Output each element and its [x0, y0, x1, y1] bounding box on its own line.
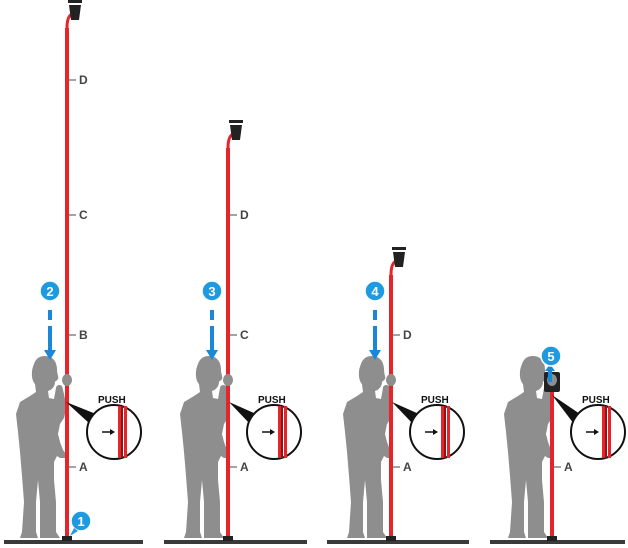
callout-pointer: [229, 402, 256, 424]
push-arrow-icon: [110, 429, 115, 435]
telescopic-pole: [389, 275, 393, 540]
ground-lines: [4, 540, 625, 544]
ground-line: [4, 540, 143, 544]
section-label-d: D: [403, 328, 412, 342]
step-badge: [70, 510, 92, 532]
arrow-up-icon: [545, 364, 555, 371]
telescopic-pole: [65, 28, 69, 540]
step-number: 2: [46, 284, 53, 299]
magnified-pole-edge: [444, 406, 446, 458]
step-number: 4: [371, 284, 379, 299]
magnified-pole-edge: [605, 406, 607, 458]
arrow-shaft: [373, 326, 377, 352]
arrow-shaft: [210, 326, 214, 352]
arrow-shaft: [48, 326, 52, 352]
magnified-pole: [441, 406, 444, 458]
callout-pointer: [392, 402, 419, 424]
push-arrow-icon: [433, 429, 438, 435]
section-label-c: C: [79, 208, 88, 222]
hand: [386, 374, 396, 386]
magnified-pole: [447, 406, 450, 458]
arrow-down-icon: [369, 350, 381, 360]
magnified-pole: [602, 406, 605, 458]
push-label: PUSH: [258, 395, 286, 406]
person-silhouette: [180, 356, 230, 538]
step-number: 5: [547, 349, 554, 364]
push-label: PUSH: [582, 395, 610, 406]
pole-foot: [547, 536, 557, 541]
ground-line: [327, 540, 469, 544]
pole-head-device: [230, 125, 242, 140]
pole-foot: [386, 536, 396, 541]
section-label-a: A: [403, 460, 412, 474]
telescopic-pole: [550, 392, 554, 540]
magnified-pole-edge: [281, 406, 283, 458]
magnified-pole: [284, 406, 287, 458]
section-label-c: C: [240, 328, 249, 342]
magnified-pole: [278, 406, 281, 458]
section-label-b: B: [79, 328, 88, 342]
magnified-pole-edge: [121, 406, 123, 458]
arrow-dash: [210, 310, 214, 320]
pole-foot: [223, 536, 233, 541]
section-label-a: A: [240, 460, 249, 474]
pole-head-device: [69, 5, 81, 20]
person-silhouette: [343, 356, 393, 538]
pole-head-cap: [392, 247, 406, 250]
step-badge: [540, 345, 562, 367]
pole-head-cap: [68, 0, 82, 3]
arrow-dash: [373, 310, 377, 320]
pole-foot: [62, 536, 72, 541]
pole-head-device: [393, 252, 405, 267]
section-label-d: D: [79, 73, 88, 87]
arrow-down-icon: [44, 350, 56, 360]
magnified-pole: [118, 406, 121, 458]
telescopic-pole: [226, 148, 230, 540]
step-number: 1: [77, 514, 84, 529]
arrow-dash: [48, 310, 52, 320]
ground-line: [490, 540, 625, 544]
arrow-down-icon: [206, 350, 218, 360]
magnified-pole: [608, 406, 611, 458]
hand: [62, 374, 72, 386]
step-badge: [201, 280, 223, 302]
step-badge: [364, 280, 386, 302]
callout-pointer: [66, 402, 96, 424]
push-label: PUSH: [421, 395, 449, 406]
hand: [223, 374, 233, 386]
person-silhouette: [16, 356, 66, 538]
section-label-a: A: [79, 460, 88, 474]
badge-pointer: [70, 528, 78, 536]
push-label: PUSH: [98, 395, 126, 406]
push-arrow-icon: [270, 429, 275, 435]
step-badge: [39, 280, 61, 302]
push-arrow-icon: [594, 429, 599, 435]
ground-line: [164, 540, 307, 544]
step-number: 3: [208, 284, 215, 299]
callout-pointer: [552, 395, 580, 424]
pole-head-cap: [229, 120, 243, 123]
section-label-d: D: [240, 208, 249, 222]
arrow-shaft: [548, 370, 552, 382]
magnified-pole: [124, 406, 127, 458]
section-label-a: A: [564, 460, 573, 474]
